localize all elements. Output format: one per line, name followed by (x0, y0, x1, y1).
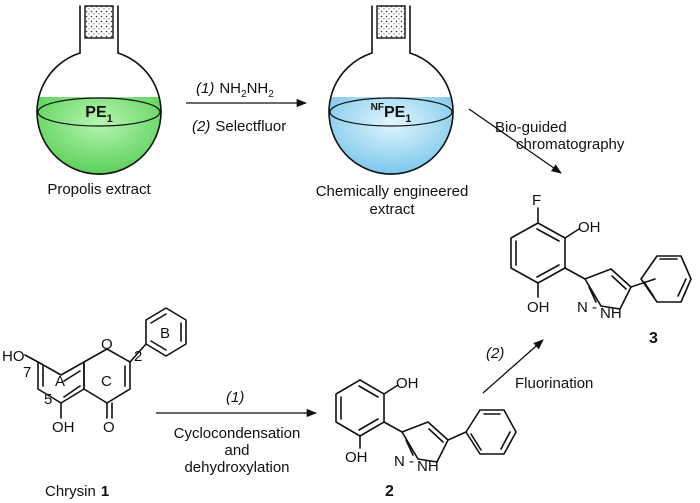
reaction-arrow (468, 108, 562, 174)
top-reaction-arrow: (1)NH2NH2 (2)Selectfluor (186, 80, 308, 135)
bond-pyrazole-phenyl (447, 431, 467, 441)
position-7: 7 (23, 364, 31, 381)
flask2-caption-2: extract (369, 201, 415, 218)
flask-bulb (36, 52, 162, 175)
phenyl-double-bonds (470, 413, 511, 451)
step1-reagent: (1)NH2NH2 (196, 80, 274, 100)
double-bonds (340, 385, 379, 431)
bond-ring-pyrazole (564, 267, 586, 280)
ring-label-c: C (101, 373, 112, 390)
atom-oh-bottom: OH (527, 299, 550, 316)
atom-n: N (394, 453, 405, 470)
atom-oh-5: OH (52, 419, 75, 436)
ring-b (145, 307, 187, 357)
fluorination-label: Fluorination (515, 375, 593, 392)
atom-o-ring: O (101, 336, 113, 353)
atom-n-dash: - (592, 299, 597, 316)
atom-nh: NH (600, 305, 622, 322)
flask-bulb (328, 52, 454, 175)
bond-ho (24, 354, 39, 363)
ring-a-doubles (42, 365, 81, 398)
flask-stopper (84, 5, 114, 39)
flask-neck (79, 5, 119, 54)
pyrazole-double-2 (405, 439, 414, 456)
flask-propolis: PE1 Propolis extract (36, 5, 162, 198)
bottom-step1-line2: and (224, 442, 249, 459)
ring-label-b: B (160, 325, 170, 342)
atom-oh-top: OH (396, 375, 419, 392)
flask1-label: PE1 (85, 104, 112, 125)
atom-n-dash: - (409, 453, 414, 470)
phenyl-ring (465, 409, 517, 455)
flask-engineered: NFPE1 Chemically engineered extract (316, 5, 469, 218)
benzene-ring (510, 222, 566, 284)
phenyl-double-bonds (643, 258, 687, 298)
bottom-reaction-arrow: (1) Cyclocondensation and dehydroxylatio… (156, 389, 318, 476)
bottom-step1-line1: Cyclocondensation (174, 425, 301, 442)
chromatography-arrow: Bio-guided chromatography (468, 108, 625, 174)
fluorination-arrow: (2) Fluorination (482, 339, 593, 394)
ring-label-a: A (55, 373, 65, 390)
atom-nh: NH (417, 458, 439, 475)
pyrazole-double (611, 275, 627, 290)
pyrazole-ring (401, 421, 449, 463)
flask-neck (371, 5, 411, 54)
compound-number-2: 2 (385, 483, 394, 500)
pyrazole-double (428, 428, 444, 443)
atom-f: F (532, 192, 541, 209)
bottom-step1-num: (1) (226, 389, 244, 406)
flask-stopper (376, 5, 406, 39)
position-5: 5 (44, 391, 52, 408)
benzene-ring (335, 379, 385, 437)
flask2-label: NFPE1 (371, 102, 412, 125)
phenyl-ring (640, 255, 692, 303)
fluorination-step-num: (2) (486, 345, 504, 362)
atom-oh-top: OH (578, 219, 601, 236)
bond-ring-pyrazole (383, 421, 403, 433)
atom-oh-bottom: OH (345, 449, 368, 466)
bond-oh-top (564, 228, 580, 239)
compound-number-3: 3 (649, 330, 658, 347)
ring-b-doubles (150, 313, 182, 351)
pyrazole-ring (584, 268, 632, 310)
bottom-step1-line3: dehydroxylation (184, 459, 289, 476)
ring-c (83, 348, 131, 404)
atom-o-carbonyl: O (103, 419, 115, 436)
bond-oh-top (383, 384, 399, 395)
step2-reagent: (2)Selectfluor (192, 118, 286, 135)
chromatography-label-1: Bio-guided (495, 119, 567, 136)
flask1-caption: Propolis extract (47, 181, 151, 198)
atom-ho: HO (2, 348, 25, 365)
compound-2-structure: OH OH N - NH 2 (335, 375, 517, 500)
atom-n: N (577, 299, 588, 316)
flask2-caption-1: Chemically engineered (316, 183, 469, 200)
chromatography-label-2: chromatography (516, 136, 625, 153)
flask-liquid-surface (329, 97, 453, 127)
pyrazole-double-2 (588, 286, 597, 303)
double-bonds (515, 228, 560, 278)
flask-liquid-surface (37, 97, 161, 127)
reaction-arrow (482, 339, 544, 394)
position-2: 2 (134, 348, 142, 365)
bond-to-ring-b (129, 343, 147, 363)
product-3-structure: F OH OH N - NH 3 (510, 192, 692, 347)
